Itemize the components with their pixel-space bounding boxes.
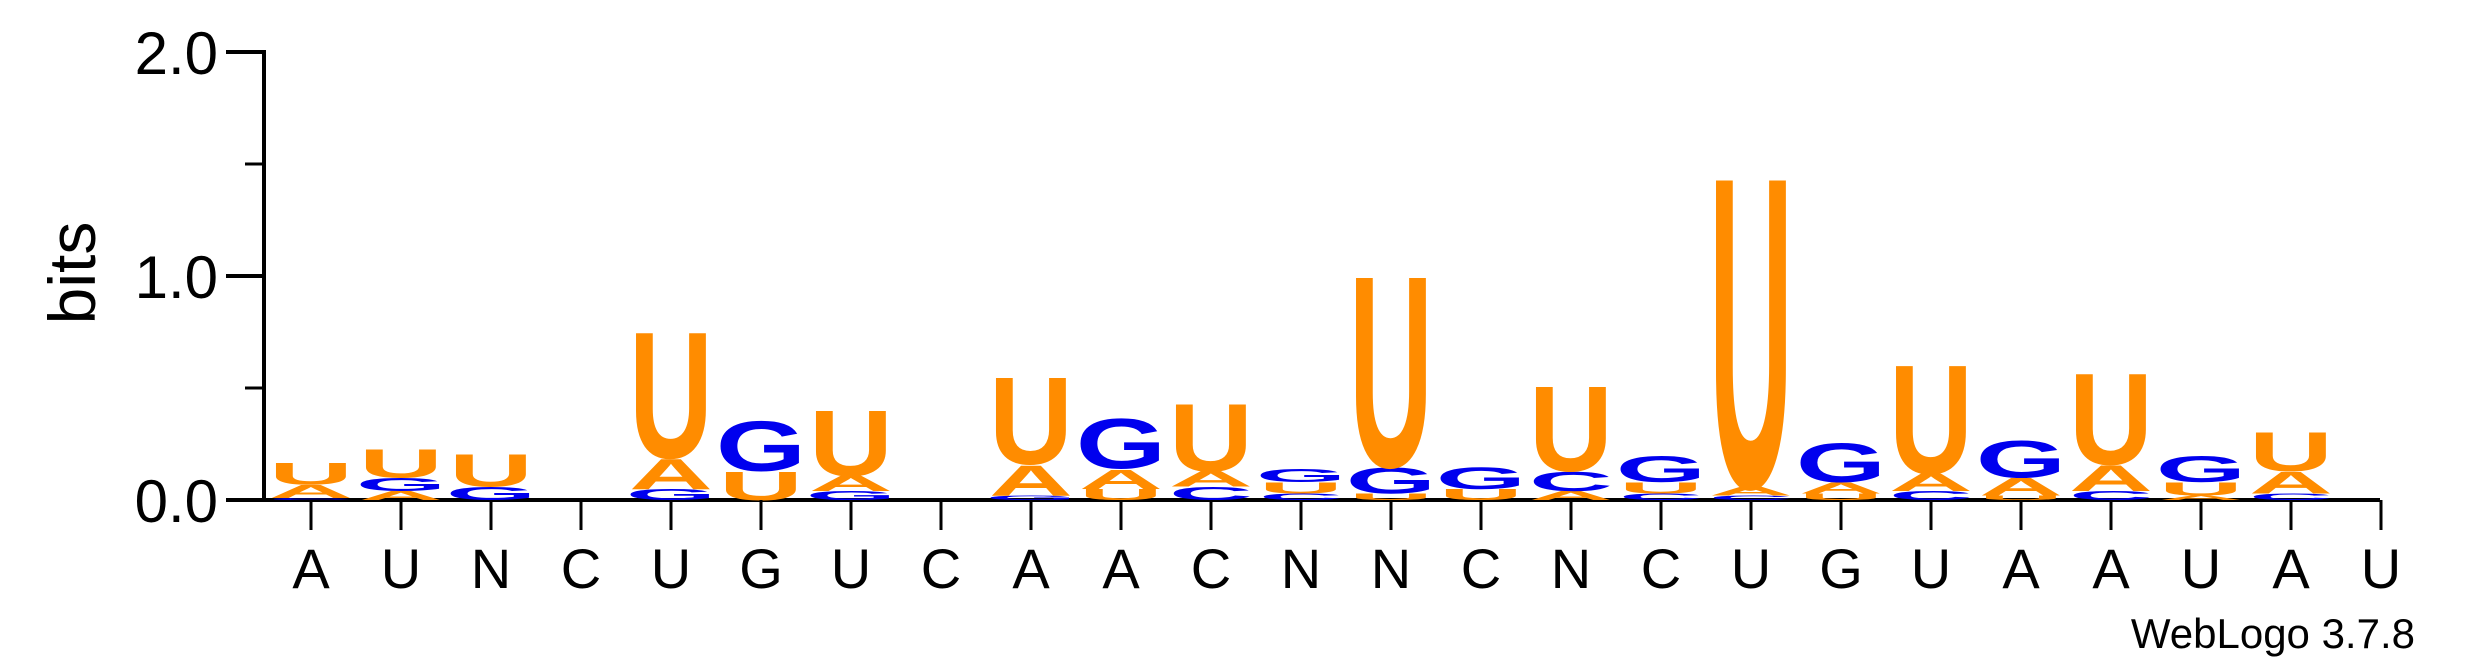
x-tick-label: G — [1819, 537, 1863, 600]
logo-letter-u: U — [1079, 486, 1163, 503]
x-tick-label: A — [2092, 537, 2130, 600]
logo-letter-u: U — [449, 444, 533, 496]
logo-letter-c: C — [1529, 466, 1613, 497]
logo-letter-a: A — [2159, 494, 2243, 501]
logo-letter-u: U — [989, 351, 1073, 491]
y-tick-label: 2.0 — [135, 20, 218, 87]
x-tick-label: C — [1461, 537, 1501, 600]
logo-letter-g: G — [1256, 465, 1346, 486]
logo-letter-u: U — [629, 296, 713, 497]
logo-letter-u: U — [1619, 479, 1703, 496]
logo-letter-u: U — [1169, 383, 1253, 491]
logo-letter-u: U — [1889, 334, 1973, 507]
logo-letter-u: U — [1349, 219, 1433, 525]
logo-letter-c: C — [1889, 489, 1973, 503]
y-axis-label: bits — [35, 222, 109, 325]
y-axis — [226, 50, 266, 502]
logo-letter-u: U — [1979, 494, 2063, 501]
logo-letter-a: A — [1979, 473, 2063, 501]
x-tick-label: A — [1102, 537, 1140, 600]
logo-letter-c: C — [1259, 492, 1343, 502]
logo-letter-u: U — [1439, 486, 1523, 503]
weblogo-version-label: WebLogo 3.7.8 — [2131, 610, 2415, 657]
logo-letter-a: A — [989, 456, 1073, 505]
logo-letter-a: A — [1169, 467, 1253, 491]
x-tick-label: A — [2272, 537, 2310, 600]
x-tick-label: C — [1641, 537, 1681, 600]
logo-letter-a: A — [629, 450, 713, 499]
logo-letter-a: A — [1709, 484, 1793, 498]
logo-letter-c: C — [1619, 492, 1703, 502]
logo-letter-c: C — [269, 497, 353, 500]
logo-letter-u: U — [1259, 479, 1343, 496]
logo-letter-g: G — [446, 483, 536, 504]
logo-letter-g: G — [1346, 460, 1436, 502]
x-tick-label: N — [1371, 537, 1411, 600]
logo-letter-g: G — [806, 489, 896, 503]
logo-letter-a: A — [809, 471, 893, 495]
logo-letter-a: A — [1529, 489, 1613, 503]
y-tick-label: 0.0 — [135, 468, 218, 535]
logo-letter-g: G — [1616, 449, 1706, 491]
logo-letter-u: U — [1349, 492, 1433, 502]
logo-letter-u: U — [1529, 362, 1613, 498]
logo-letter-u: U — [809, 392, 893, 496]
logo-letter-c: C — [2249, 492, 2333, 502]
logo-letter-g: G — [2156, 449, 2246, 491]
x-tick-label: C — [1191, 537, 1231, 600]
x-tick-label: U — [381, 537, 421, 600]
logo-letter-u: U — [2249, 421, 2333, 484]
logo-letter-u: U — [2159, 479, 2243, 500]
logo-letter-g: G — [1076, 405, 1166, 484]
logo-letter-g: G — [356, 474, 446, 495]
logo-letter-c: C — [2069, 489, 2153, 503]
x-tick-label: N — [1551, 537, 1591, 600]
logo-letter-g: G — [716, 407, 806, 486]
logo-letter-g: G — [1976, 430, 2066, 489]
logo-letter-a: A — [1079, 463, 1163, 494]
logo-letter-u: U — [1709, 84, 1793, 581]
x-tick-label: A — [2002, 537, 2040, 600]
logo-letter-g: G — [626, 486, 716, 503]
logo-letter-g: G — [1796, 432, 1886, 495]
x-tick-label: U — [831, 537, 871, 600]
x-tick-label: G — [739, 537, 783, 600]
y-tick-label: 1.0 — [135, 244, 218, 311]
x-tick-label: C — [561, 537, 601, 600]
logo-letter-c: C — [1169, 483, 1253, 504]
x-tick-label: A — [292, 537, 330, 600]
logo-letter-u: U — [359, 441, 443, 486]
x-tick-label: U — [1731, 537, 1771, 600]
x-tick-label: N — [471, 537, 511, 600]
logo-letter-a: A — [1799, 479, 1883, 496]
logo-letter-g: G — [1436, 461, 1526, 496]
x-tick-label: A — [1012, 537, 1050, 600]
x-tick-label: N — [1281, 537, 1321, 600]
logo-letter-a: A — [269, 481, 353, 502]
x-tick-label: U — [651, 537, 691, 600]
x-tick-label: U — [2361, 537, 2401, 600]
logo-letter-a: A — [359, 489, 443, 503]
logo-letter-u: U — [2069, 347, 2153, 493]
logo-letter-u: U — [1799, 492, 1883, 502]
logo-letter-a: A — [2249, 465, 2333, 500]
logo-letter-c: C — [1709, 494, 1793, 501]
x-tick-label: U — [2181, 537, 2221, 600]
x-tick-label: U — [1911, 537, 1951, 600]
logo-letter-u: U — [269, 457, 353, 492]
logo-letter-a: A — [1889, 469, 1973, 497]
logo-letter-a: A — [2069, 458, 2153, 500]
x-tick-label: C — [921, 537, 961, 600]
logo-letter-g: G — [986, 494, 1076, 501]
